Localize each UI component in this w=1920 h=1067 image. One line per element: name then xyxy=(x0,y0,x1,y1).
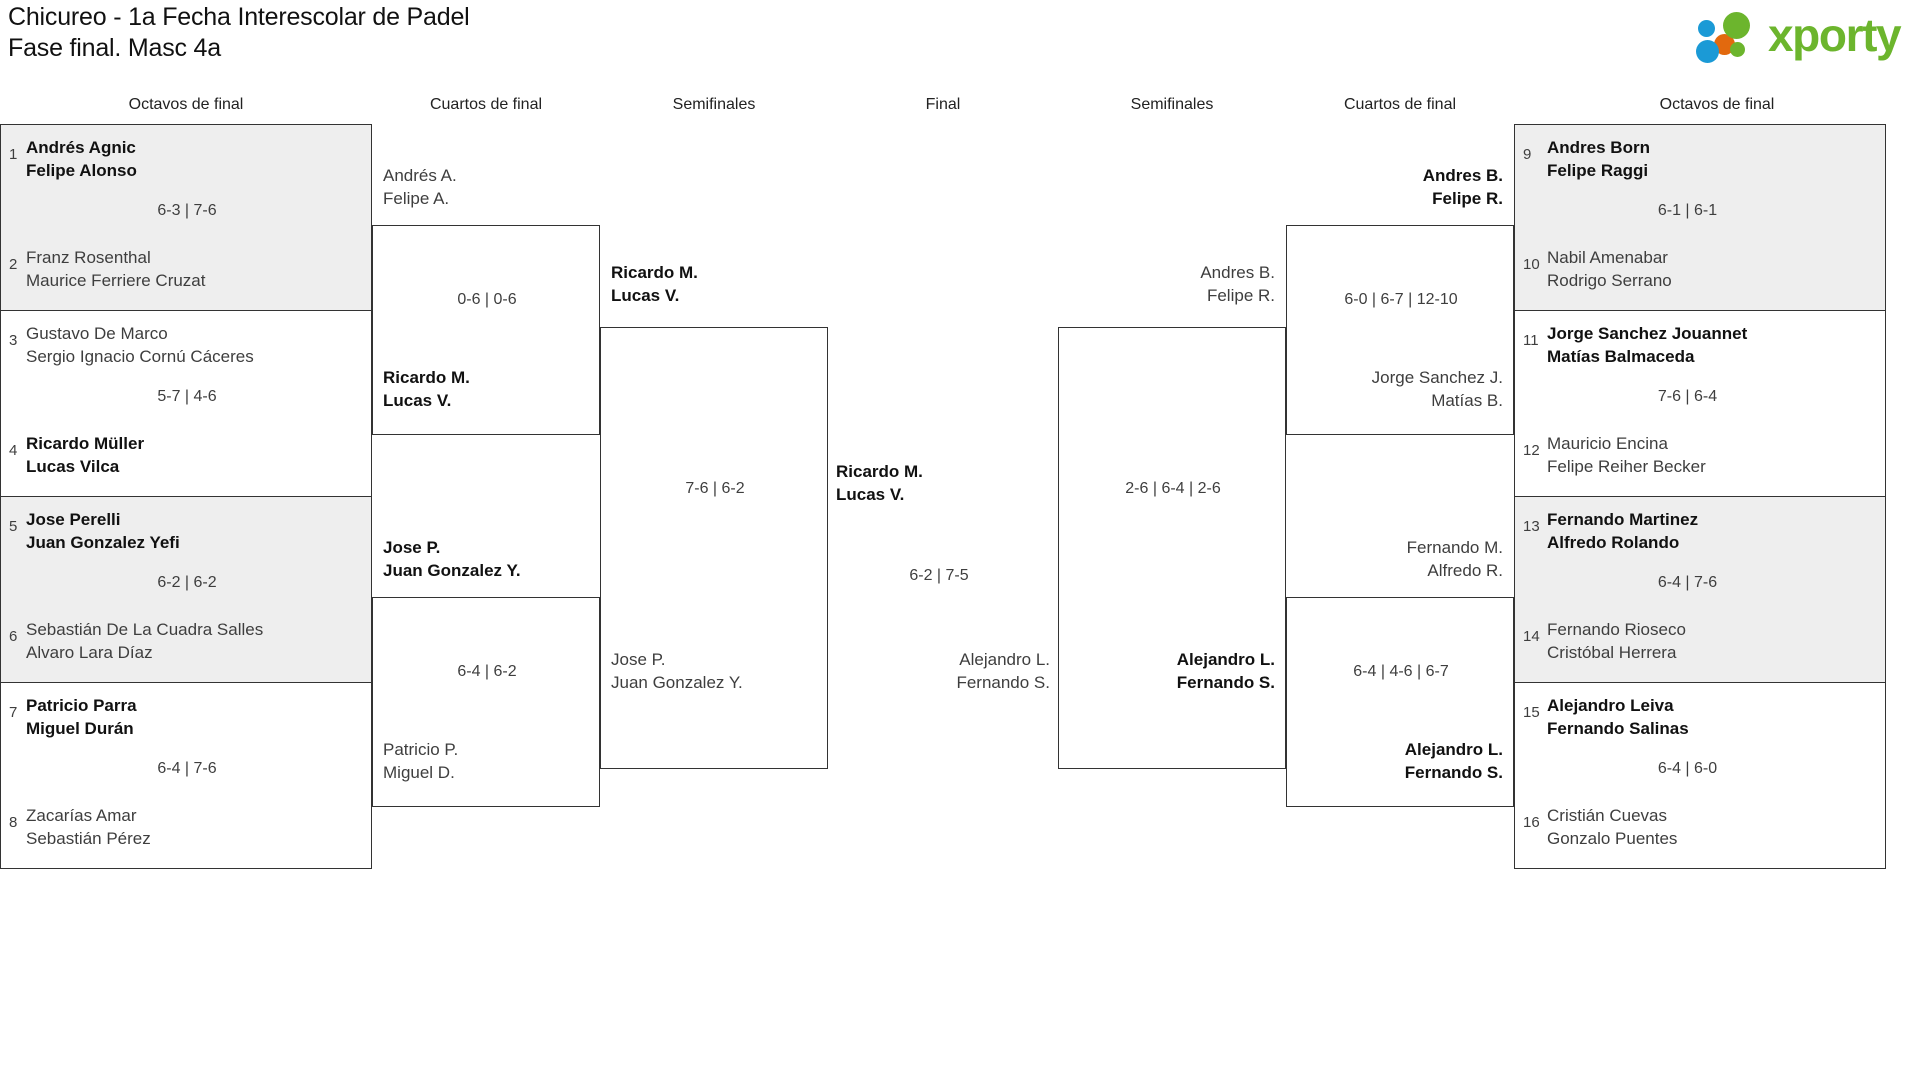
page-title: Chicureo - 1a Fecha Interescolar de Pade… xyxy=(8,2,470,64)
round-header-semis-left: Semifinales xyxy=(672,96,756,113)
match-box-qf-right-1[interactable]: Andres B. Felipe R. 6-0 | 6-7 | 12-10 Jo… xyxy=(1286,166,1514,435)
team-loser: Andrés A. Felipe A. xyxy=(383,166,457,208)
match-box-final[interactable]: Ricardo M. Lucas V. 6-2 | 7-5 Alejandro … xyxy=(828,460,1060,710)
match-box-sf-right[interactable]: Andres B. Felipe R. 2-6 | 6-4 | 2-6 Alej… xyxy=(1058,263,1286,769)
team-loser: Gustavo De Marco Sergio Ignacio Cornú Cá… xyxy=(26,324,254,366)
match-box-r16-1[interactable]: 1 Andrés Agnic Felipe Alonso 6-3 | 7-6 2… xyxy=(0,124,372,311)
team-loser: Franz Rosenthal Maurice Ferriere Cruzat xyxy=(26,248,206,290)
match-score: 6-2 | 7-5 xyxy=(909,567,969,584)
match-box-r16-2[interactable]: 3 Gustavo De Marco Sergio Ignacio Cornú … xyxy=(0,310,372,497)
seed-number: 9 xyxy=(1523,146,1532,163)
title-line-1: Chicureo - 1a Fecha Interescolar de Pade… xyxy=(8,3,470,31)
seed-number: 1 xyxy=(9,146,18,163)
seed-number: 11 xyxy=(1523,332,1539,349)
team-loser: Patricio P. Miguel D. xyxy=(383,740,459,782)
round-header-semis-right: Semifinales xyxy=(1130,96,1214,113)
team-winner: Alejandro Leiva Fernando Salinas xyxy=(1547,696,1689,738)
seed-number: 16 xyxy=(1523,814,1540,831)
team-winner: Jorge Sanchez Jouannet Matías Balmaceda xyxy=(1547,324,1748,366)
seed-number: 13 xyxy=(1523,518,1540,535)
match-box-qf-left-1[interactable]: Andrés A. Felipe A. 0-6 | 0-6 Ricardo M.… xyxy=(372,166,600,435)
team-winner: Ricardo M. Lucas V. xyxy=(611,263,698,305)
round-header-cuartos-right: Cuartos de final xyxy=(1343,96,1457,113)
team-winner: Ricardo Müller Lucas Vilca xyxy=(26,434,145,476)
match-box-r16-3[interactable]: 5 Jose Perelli Juan Gonzalez Yefi 6-2 | … xyxy=(0,496,372,683)
team-winner: Alejandro L. Fernando S. xyxy=(1176,650,1275,692)
match-score: 7-6 | 6-2 xyxy=(685,480,745,497)
logo-wordmark: xporty xyxy=(1768,9,1902,61)
seed-number: 5 xyxy=(9,518,18,535)
team-winner: Alejandro L. Fernando S. xyxy=(1404,740,1503,782)
match-score: 6-4 | 6-0 xyxy=(1657,760,1718,777)
round-header-octavos-right: Octavos de final xyxy=(1659,96,1775,113)
logo-dots-icon xyxy=(1696,12,1766,63)
match-score: 0-6 | 0-6 xyxy=(457,291,517,308)
team-champion: Ricardo M. Lucas V. xyxy=(836,462,923,504)
match-score: 6-1 | 6-1 xyxy=(1657,202,1718,219)
team-winner: Andrés Agnic Felipe Alonso xyxy=(26,138,137,180)
match-score: 6-0 | 6-7 | 12-10 xyxy=(1344,291,1458,308)
team-winner: Patricio Parra Miguel Durán xyxy=(26,696,137,738)
seed-number: 6 xyxy=(9,628,18,645)
team-runner-up: Alejandro L. Fernando S. xyxy=(956,650,1050,692)
seed-number: 12 xyxy=(1523,442,1540,459)
xporty-logo[interactable]: xporty xyxy=(1696,9,1906,63)
round-header-octavos-left: Octavos de final xyxy=(128,96,244,113)
match-score: 2-6 | 6-4 | 2-6 xyxy=(1125,480,1221,497)
match-box-r16-15[interactable]: 15 Alejandro Leiva Fernando Salinas 6-4 … xyxy=(1514,682,1886,869)
team-loser: Jose P. Juan Gonzalez Y. xyxy=(611,650,743,692)
match-score: 7-6 | 6-4 xyxy=(1657,388,1718,405)
seed-number: 2 xyxy=(9,256,18,273)
seed-number: 14 xyxy=(1523,628,1540,645)
team-winner: Jose P. Juan Gonzalez Y. xyxy=(383,538,521,580)
round-header-cuartos-left: Cuartos de final xyxy=(429,96,543,113)
match-box-qf-right-2[interactable]: Fernando M. Alfredo R. 6-4 | 4-6 | 6-7 A… xyxy=(1286,538,1514,807)
team-loser: Mauricio Encina Felipe Reiher Becker xyxy=(1547,434,1706,476)
match-box-r16-9[interactable]: 9 Andres Born Felipe Raggi 6-1 | 6-1 10 … xyxy=(1514,124,1886,311)
seed-number: 10 xyxy=(1523,256,1540,273)
seed-number: 3 xyxy=(9,332,18,349)
team-loser: Nabil Amenabar Rodrigo Serrano xyxy=(1547,248,1672,290)
team-loser: Zacarías Amar Sebastián Pérez xyxy=(26,806,151,848)
team-loser: Jorge Sanchez J. Matías B. xyxy=(1371,368,1503,410)
team-loser: Andres B. Felipe R. xyxy=(1200,263,1275,305)
match-score: 6-4 | 4-6 | 6-7 xyxy=(1353,663,1449,680)
team-loser: Sebastián De La Cuadra Salles Alvaro Lar… xyxy=(26,620,264,662)
seed-number: 8 xyxy=(9,814,18,831)
match-box-r16-11[interactable]: 11 Jorge Sanchez Jouannet Matías Balmace… xyxy=(1514,310,1886,497)
seed-number: 4 xyxy=(9,442,18,459)
match-score: 6-4 | 7-6 xyxy=(157,760,217,777)
team-loser: Cristián Cuevas Gonzalo Puentes xyxy=(1547,806,1678,848)
match-box-r16-4[interactable]: 7 Patricio Parra Miguel Durán 6-4 | 7-6 … xyxy=(0,682,372,869)
team-loser: Fernando Rioseco Cristóbal Herrera xyxy=(1547,620,1686,662)
team-winner: Andres Born Felipe Raggi xyxy=(1547,138,1650,180)
team-winner: Ricardo M. Lucas V. xyxy=(383,368,470,410)
team-winner: Fernando Martinez Alfredo Rolando xyxy=(1547,510,1699,552)
seed-number: 7 xyxy=(9,704,18,721)
match-score: 6-4 | 6-2 xyxy=(457,663,517,680)
team-winner: Jose Perelli Juan Gonzalez Yefi xyxy=(26,510,180,552)
round-header-final: Final xyxy=(925,96,961,113)
match-box-qf-left-2[interactable]: Jose P. Juan Gonzalez Y. 6-4 | 6-2 Patri… xyxy=(372,538,600,807)
team-loser: Fernando M. Alfredo R. xyxy=(1406,538,1503,580)
match-score: 5-7 | 4-6 xyxy=(157,388,217,405)
title-line-2: Fase final. Masc 4a xyxy=(8,34,221,62)
seed-number: 15 xyxy=(1523,704,1540,721)
match-score: 6-3 | 7-6 xyxy=(157,202,217,219)
match-box-sf-left[interactable]: Ricardo M. Lucas V. 7-6 | 6-2 Jose P. Ju… xyxy=(600,263,828,769)
match-box-r16-13[interactable]: 13 Fernando Martinez Alfredo Rolando 6-4… xyxy=(1514,496,1886,683)
match-score: 6-4 | 7-6 xyxy=(1657,574,1718,591)
match-score: 6-2 | 6-2 xyxy=(157,574,217,591)
team-winner: Andres B. Felipe R. xyxy=(1422,166,1503,208)
